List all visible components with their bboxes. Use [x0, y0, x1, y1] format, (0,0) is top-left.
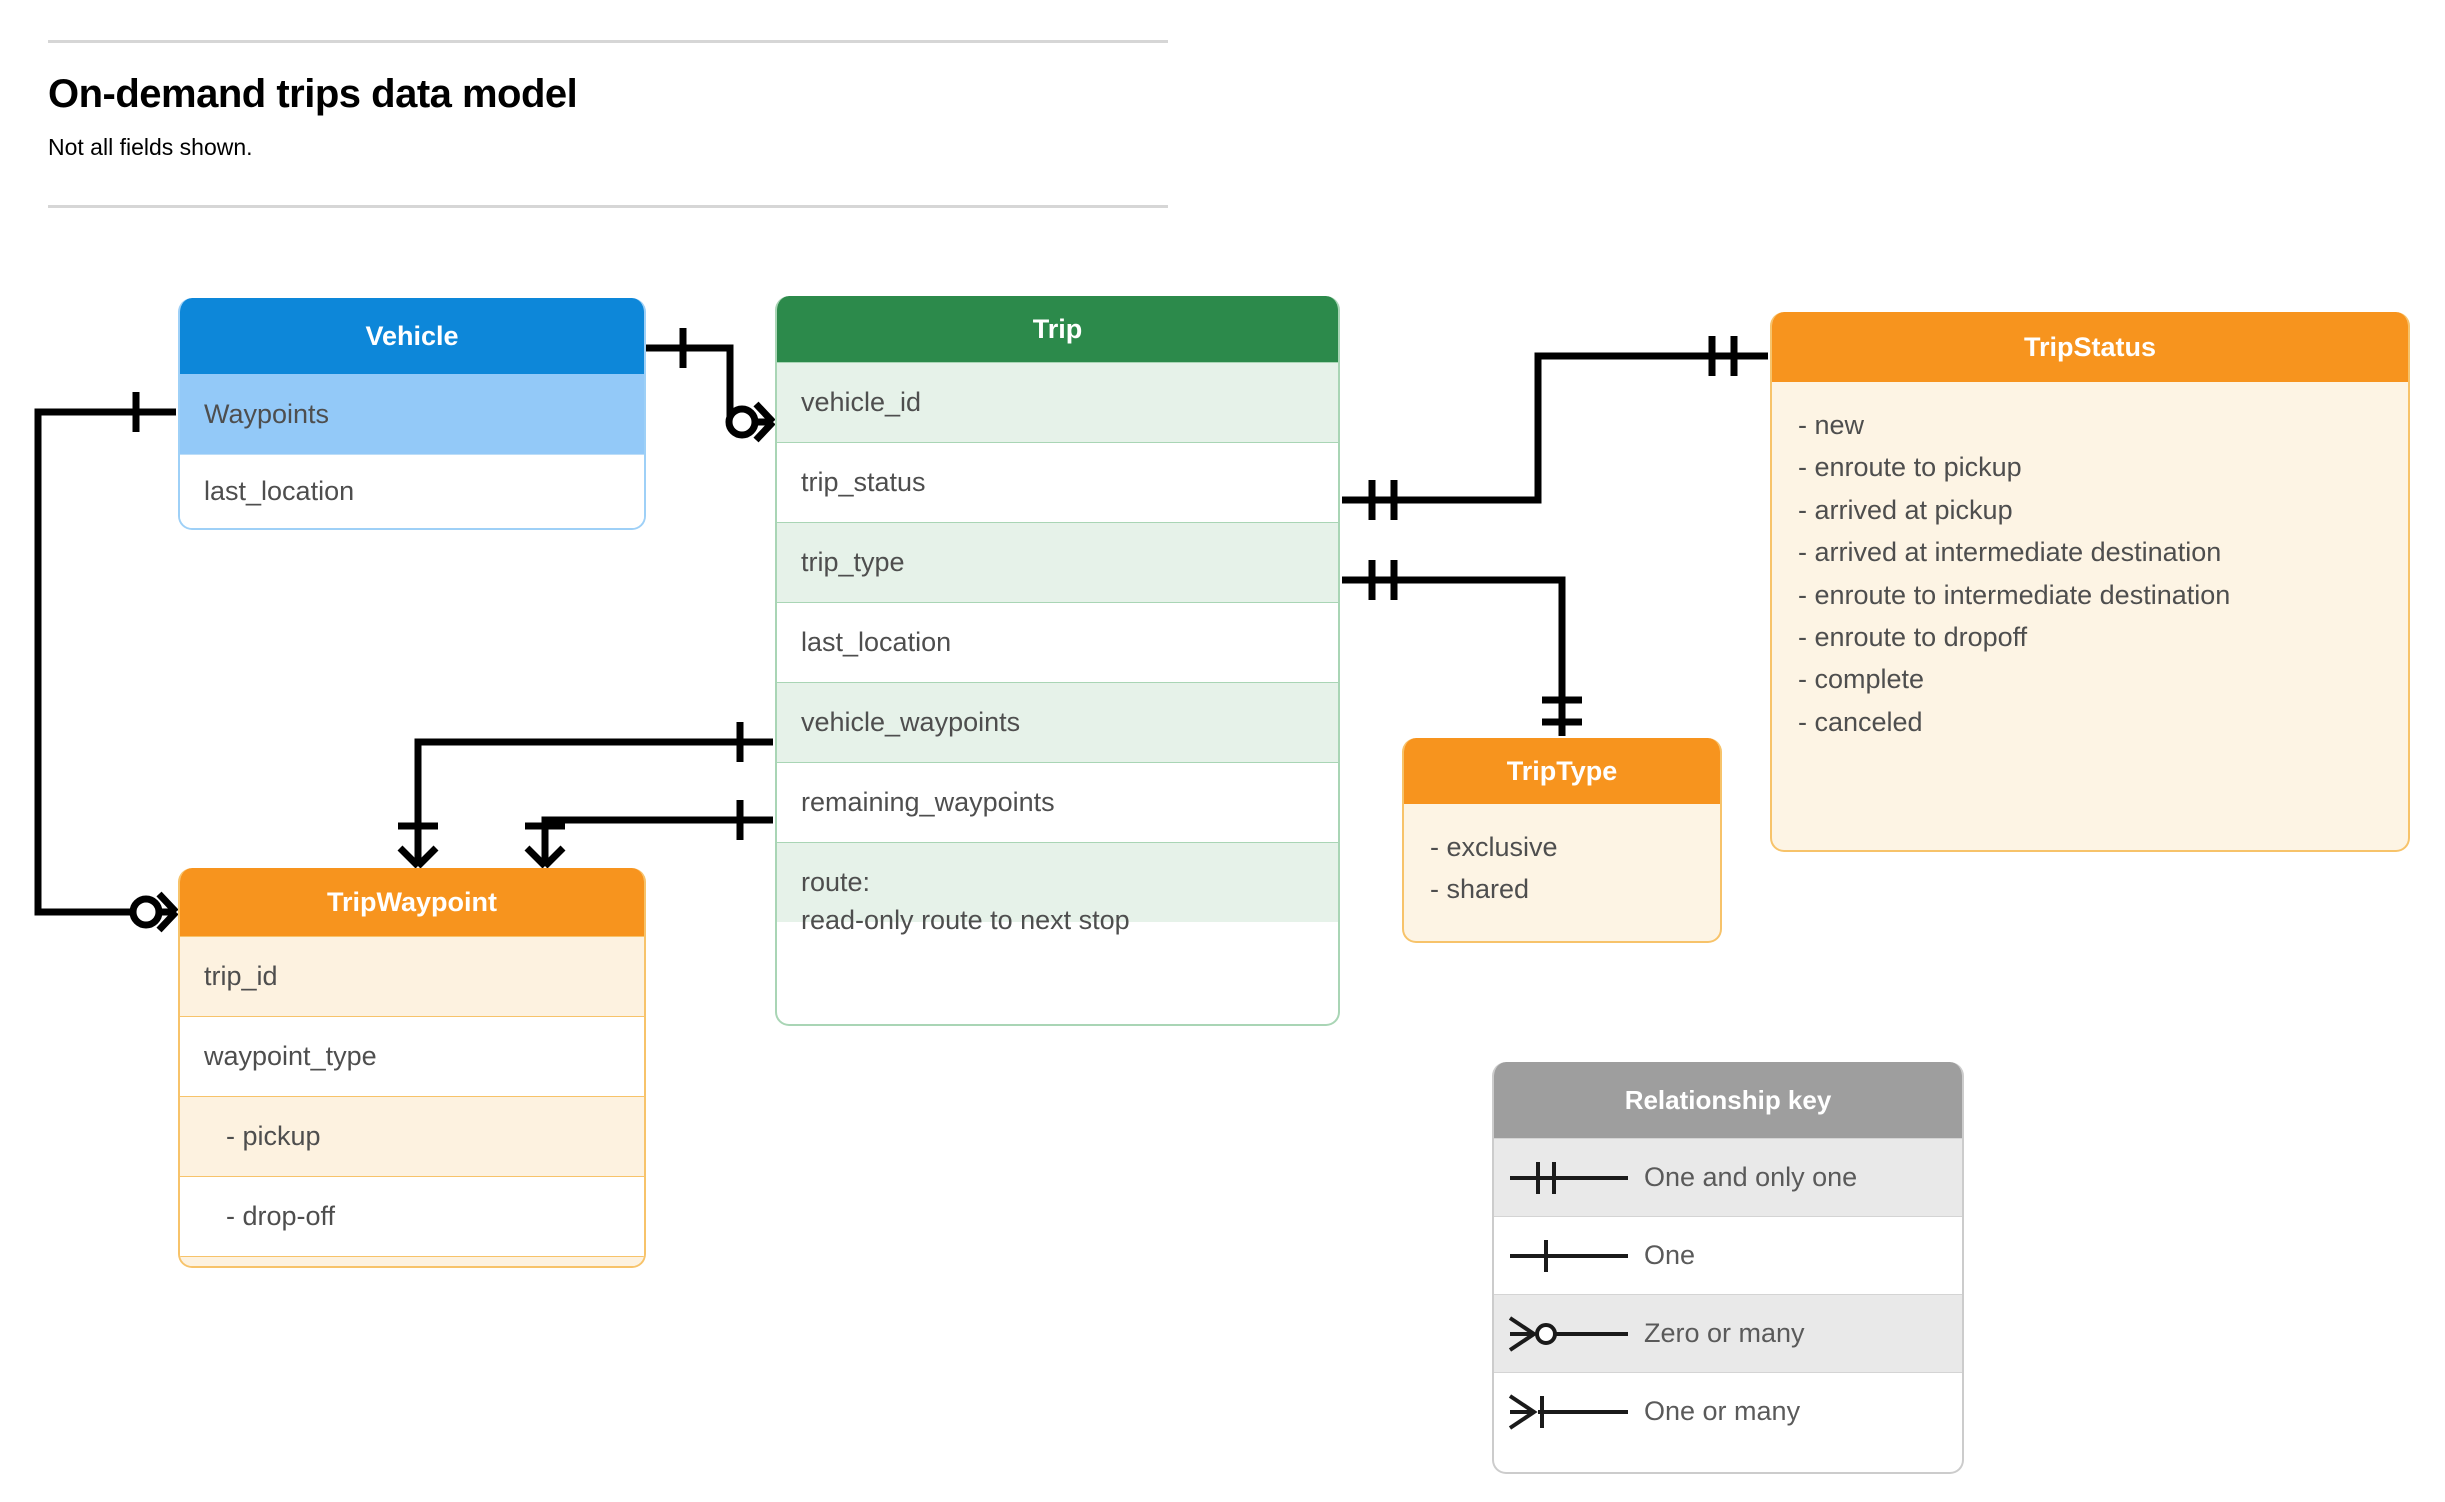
legend-row-one-or-many: One or many	[1494, 1372, 1962, 1450]
legend-row-zero-or-many: Zero or many	[1494, 1294, 1962, 1372]
legend-label-one-or-many: One or many	[1644, 1396, 1801, 1426]
tripstatus-value-list: - new - enroute to pickup - arrived at p…	[1772, 382, 2408, 765]
tripstatus-value-arrived-at-intermediate-destination: - arrived at intermediate destination	[1798, 537, 2222, 568]
triptype-value-shared: - shared	[1430, 874, 1530, 905]
tripstatus-value-enroute-to-pickup: - enroute to pickup	[1798, 452, 2022, 483]
trip-field-route[interactable]: route: read-only route to next stop	[777, 842, 1338, 935]
trip-field-trip-type[interactable]: trip_type	[777, 522, 1338, 602]
trip-field-vehicle-id[interactable]: vehicle_id	[777, 362, 1338, 442]
one-and-only-one-icon	[1494, 1153, 1644, 1203]
legend-row-one-and-only-one: One and only one	[1494, 1138, 1962, 1216]
triptype-value-exclusive: - exclusive	[1430, 832, 1558, 862]
tripwaypoint-value-pickup[interactable]: - pickup	[180, 1096, 644, 1176]
legend-label-one-and-only-one: One and only one	[1644, 1162, 1858, 1192]
tripstatus-value-arrived-at-pickup: - arrived at pickup	[1798, 494, 2013, 525]
connector-vehicle-waypoints-to-tripwaypoint	[34, 408, 176, 916]
page-title: On-demand trips data model	[48, 72, 578, 116]
legend-row-one: One	[1494, 1216, 1962, 1294]
trip-field-route-line2: read-only route to next stop	[801, 905, 1130, 936]
tripstatus-value-enroute-to-dropoff: - enroute to dropoff	[1798, 621, 2028, 652]
entity-triptype[interactable]: TripType - exclusive - shared	[1402, 738, 1722, 943]
connector-trip-to-triptype	[1342, 576, 1566, 736]
header-divider-top	[48, 40, 1168, 43]
trip-field-route-line1: route:	[801, 867, 871, 897]
entity-trip-title: Trip	[777, 296, 1338, 362]
entity-tripstatus[interactable]: TripStatus - new - enroute to pickup - a…	[1770, 312, 2410, 852]
relationship-key-legend[interactable]: Relationship key One and only one	[1492, 1062, 1964, 1474]
entity-tripstatus-title: TripStatus	[1772, 312, 2408, 382]
page-subtitle: Not all fields shown.	[48, 134, 253, 160]
legend-label-one: One	[1644, 1240, 1696, 1270]
connector-trip-to-tripstatus	[1342, 352, 1768, 504]
trip-field-vehicle-waypoints[interactable]: vehicle_waypoints	[777, 682, 1338, 762]
triptype-value-list: - exclusive - shared	[1404, 804, 1720, 933]
trip-field-last-location[interactable]: last_location	[777, 602, 1338, 682]
connector-trip-remainingwaypoints-to-tripwaypoint	[541, 816, 773, 866]
zero-or-many-icon	[1494, 1309, 1644, 1359]
entity-tripwaypoint-title: TripWaypoint	[180, 868, 644, 936]
entity-vehicle[interactable]: Vehicle Waypoints last_location	[178, 298, 646, 530]
entity-tripwaypoint[interactable]: TripWaypoint trip_id waypoint_type - pic…	[178, 868, 646, 1268]
connector-trip-vehiclewaypoints-to-tripwaypoint	[414, 738, 773, 866]
one-icon	[1494, 1231, 1644, 1281]
vehicle-field-waypoints[interactable]: Waypoints	[180, 374, 644, 454]
tripstatus-value-enroute-to-intermediate-destination: - enroute to intermediate destination	[1798, 579, 2231, 610]
vehicle-field-last-location[interactable]: last_location	[180, 454, 644, 528]
header-divider-bottom	[48, 205, 1168, 208]
relationship-key-title: Relationship key	[1494, 1062, 1962, 1138]
legend-label-zero-or-many: Zero or many	[1644, 1318, 1805, 1348]
tripwaypoint-value-intermediate[interactable]: - intermediate	[180, 1256, 644, 1266]
tripstatus-value-complete: - complete	[1798, 664, 1925, 695]
tripwaypoint-field-trip-id[interactable]: trip_id	[180, 936, 644, 1016]
entity-triptype-title: TripType	[1404, 738, 1720, 804]
entity-trip[interactable]: Trip vehicle_id trip_status trip_type la…	[775, 296, 1340, 1026]
entity-vehicle-title: Vehicle	[180, 298, 644, 374]
tripwaypoint-value-drop-off[interactable]: - drop-off	[180, 1176, 644, 1256]
trip-field-trip-status[interactable]: trip_status	[777, 442, 1338, 522]
tripwaypoint-field-waypoint-type[interactable]: waypoint_type	[180, 1016, 644, 1096]
connector-vehicle-to-trip	[646, 344, 773, 426]
tripstatus-value-canceled: - canceled	[1798, 706, 1923, 737]
one-or-many-icon	[1494, 1387, 1644, 1437]
tripstatus-value-new: - new	[1798, 410, 1865, 440]
trip-field-remaining-waypoints[interactable]: remaining_waypoints	[777, 762, 1338, 842]
